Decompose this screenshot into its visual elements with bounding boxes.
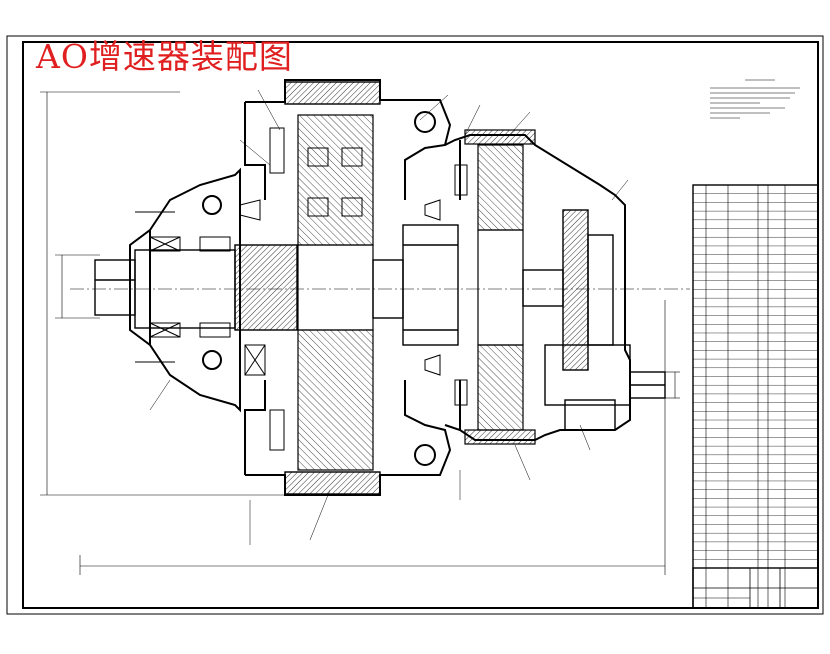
inner-border — [22, 41, 819, 609]
second-stage-ring-bottom — [464, 429, 536, 445]
leader-lines — [149, 89, 629, 545]
bearings-left — [149, 236, 231, 338]
left-housing — [129, 167, 241, 413]
second-stage-gear-top — [477, 144, 524, 231]
parts-list-table — [692, 184, 819, 609]
second-stage-housing — [444, 134, 631, 441]
second-stage-ring-top — [464, 129, 536, 145]
second-stage-sun — [477, 229, 524, 346]
planet-bearings — [244, 127, 363, 451]
planet-gear-top — [297, 114, 374, 246]
ring-gear — [284, 81, 381, 495]
planet-carrier — [297, 244, 374, 331]
technical-requirements — [710, 79, 800, 119]
planet-gear-bottom — [297, 329, 374, 471]
drawing-title: AO增速器装配图 — [36, 37, 293, 76]
fasteners — [135, 164, 468, 406]
intermediate-shaft — [372, 224, 459, 346]
dimension-lines — [40, 91, 680, 575]
title-block — [692, 567, 819, 609]
outer-border — [6, 35, 824, 615]
output-shaft — [522, 209, 666, 431]
first-stage-sun-gear — [234, 244, 298, 331]
second-stage-gear-bottom — [477, 344, 524, 431]
